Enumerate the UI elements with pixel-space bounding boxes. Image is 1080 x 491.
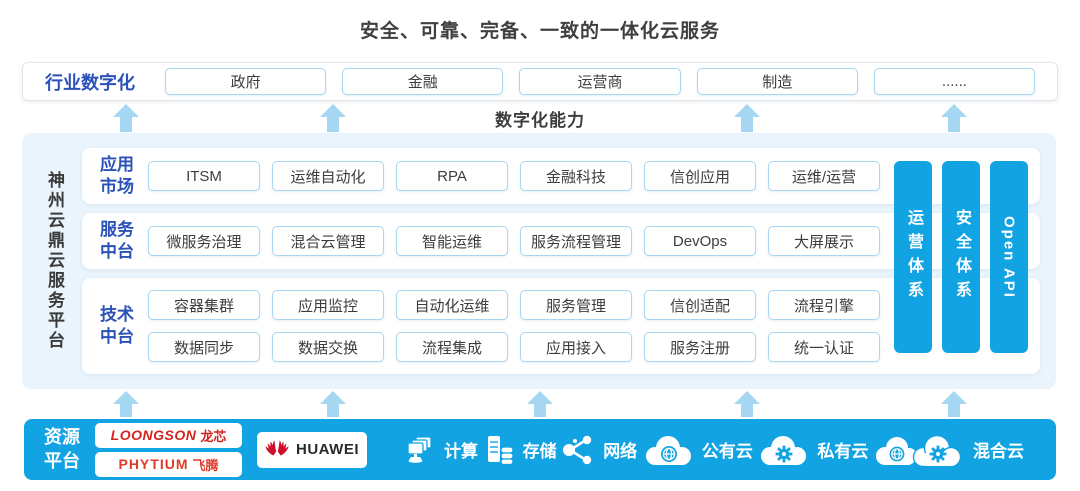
pillars: 运营体系 安全体系 Open API xyxy=(894,161,1028,353)
huawei-flower-icon xyxy=(265,439,289,461)
resource-item-hybrid-cloud: 混合云 xyxy=(873,432,1024,468)
row-app-market: 应用市场 ITSM 运维自动化 RPA 金融科技 信创应用 运维/运营 xyxy=(82,148,1040,205)
cell-automated-ops: 自动化运维 xyxy=(396,290,508,321)
cell-xinchuang-app: 信创应用 xyxy=(644,161,756,192)
compute-icon xyxy=(404,434,436,466)
industry-item-manufacturing: 制造 xyxy=(696,68,858,95)
up-arrow-icon xyxy=(941,104,968,132)
network-icon xyxy=(561,434,595,466)
public-cloud-icon xyxy=(642,433,694,467)
resource-item-private-cloud: 私有云 xyxy=(757,433,868,467)
cell-app-access: 应用接入 xyxy=(520,332,632,363)
loongson-logo: LOONGSON 龙芯 xyxy=(95,422,242,448)
resource-item-storage: 存储 xyxy=(483,434,557,466)
row-service-platform: 服务中台 微服务治理 混合云管理 智能运维 服务流程管理 DevOps 大屏展示 xyxy=(82,213,1040,270)
cell-process-integration: 流程集成 xyxy=(396,332,508,363)
platform-panel: 神州云鼎云服务平台 应用市场 ITSM 运维自动化 RPA 金融科技 信创应用 … xyxy=(22,133,1056,389)
cell-dashboard-display: 大屏展示 xyxy=(768,226,880,257)
cell-devops: DevOps xyxy=(644,226,756,257)
huawei-logo: HUAWEI xyxy=(257,431,367,468)
chip-column: LOONGSON 龙芯 PHYTIUM 飞腾 xyxy=(95,422,242,477)
cell-service-mgmt: 服务管理 xyxy=(520,290,632,321)
page-title: 安全、可靠、完备、一致的一体化云服务 xyxy=(359,21,720,42)
up-arrow-icon xyxy=(112,391,139,417)
cell-data-exchange: 数据交换 xyxy=(272,332,384,363)
cell-xinchuang-adaptation: 信创适配 xyxy=(644,290,756,321)
up-arrow-icon xyxy=(112,104,139,132)
cell-unified-auth: 统一认证 xyxy=(768,332,880,363)
pillar-open-api: Open API xyxy=(990,161,1028,353)
cell-service-registry: 服务注册 xyxy=(644,332,756,363)
up-arrow-icon xyxy=(734,104,761,132)
capability-band: 数字化能力 xyxy=(22,104,1058,132)
cell-app-monitoring: 应用监控 xyxy=(272,290,384,321)
capability-label: 数字化能力 xyxy=(495,110,585,130)
cell-process-engine: 流程引擎 xyxy=(768,290,880,321)
resource-bar-label: 资源平台 xyxy=(44,427,80,471)
pillar-operation-system: 运营体系 xyxy=(894,161,932,353)
industry-row: 行业数字化 政府 金融 运营商 制造 ...... xyxy=(22,62,1058,101)
resource-arrow-band xyxy=(22,391,1058,417)
up-arrow-icon xyxy=(319,391,346,417)
cell-fintech: 金融科技 xyxy=(520,161,632,192)
industry-item-more: ...... xyxy=(873,68,1036,95)
resource-item-public-cloud: 公有云 xyxy=(642,433,753,467)
platform-side-label: 神州云鼎云服务平台 xyxy=(45,171,64,351)
up-arrow-icon xyxy=(734,391,761,417)
resource-item-network: 网络 xyxy=(561,434,637,466)
pillar-security-system: 安全体系 xyxy=(942,161,980,353)
row-service-platform-label: 服务中台 xyxy=(100,220,134,262)
cell-ops-operation: 运维/运营 xyxy=(768,161,880,192)
cell-container-cluster: 容器集群 xyxy=(148,290,260,321)
row-tech-platform: 技术中台 容器集群 应用监控 自动化运维 服务管理 信创适配 流程引擎 数据同步… xyxy=(82,278,1040,374)
row-tech-platform-label: 技术中台 xyxy=(100,305,134,347)
cell-hybrid-cloud-mgmt: 混合云管理 xyxy=(272,226,384,257)
up-arrow-icon xyxy=(319,104,346,132)
cell-service-process-mgmt: 服务流程管理 xyxy=(520,226,632,257)
industry-item-carrier: 运营商 xyxy=(519,68,681,95)
storage-icon xyxy=(483,434,515,466)
cell-data-sync: 数据同步 xyxy=(148,332,260,363)
industry-item-finance: 金融 xyxy=(342,68,504,95)
industry-row-label: 行业数字化 xyxy=(45,72,135,93)
industry-item-government: 政府 xyxy=(165,68,327,95)
resource-bar: 资源平台 LOONGSON 龙芯 PHYTIUM 飞腾 xyxy=(24,419,1056,480)
cell-rpa: RPA xyxy=(396,161,508,192)
platform-rows: 应用市场 ITSM 运维自动化 RPA 金融科技 信创应用 运维/运营 服务中台 xyxy=(82,148,1040,374)
up-arrow-icon xyxy=(941,391,968,417)
row-app-market-label: 应用市场 xyxy=(100,155,134,197)
private-cloud-icon xyxy=(757,433,809,467)
resource-items: 计算 xyxy=(382,432,1036,468)
up-arrow-icon xyxy=(527,391,553,417)
cell-itsm: ITSM xyxy=(148,161,260,192)
hybrid-cloud-icon xyxy=(873,432,965,468)
phytium-logo: PHYTIUM 飞腾 xyxy=(95,451,242,477)
cell-microservice-governance: 微服务治理 xyxy=(148,226,260,257)
resource-item-compute: 计算 xyxy=(404,434,478,466)
cell-ops-automation: 运维自动化 xyxy=(272,161,384,192)
cell-intelligent-ops: 智能运维 xyxy=(396,226,508,257)
